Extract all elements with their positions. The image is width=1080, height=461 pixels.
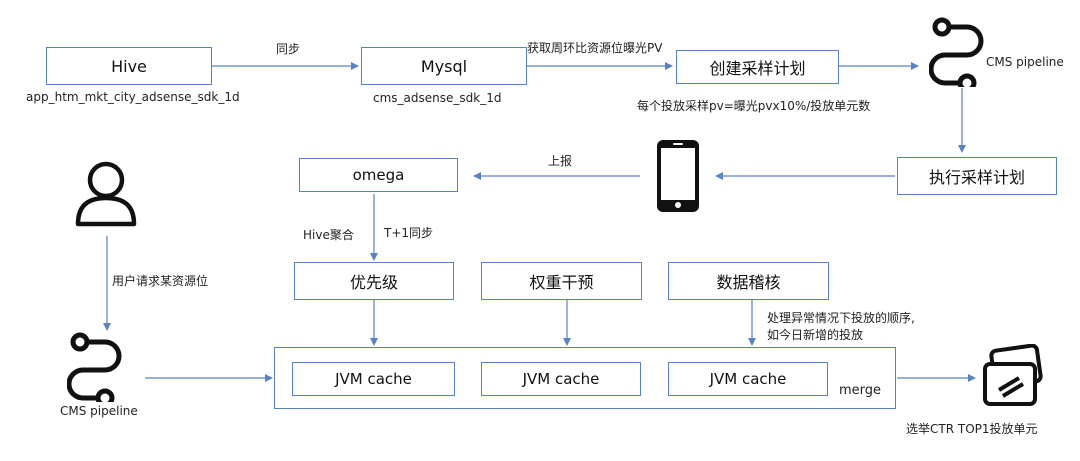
t1-sync-label: T+1同步: [384, 226, 434, 240]
smartphone-icon: [657, 140, 699, 212]
pipeline-icon: [929, 17, 984, 87]
cms-pipeline-left-label: CMS pipeline: [60, 404, 138, 418]
create-plan-node: 创建采样计划: [676, 50, 839, 84]
jvm-cache-1: JVM cache: [292, 362, 455, 396]
pipeline-icon: [67, 332, 122, 402]
audit-note-line2: 如今日新增的投放: [767, 328, 864, 342]
fetch-pv-label: 获取周环比资源位曝光PV: [527, 41, 663, 55]
hive-node: Hive: [46, 47, 212, 85]
create-plan-label: 创建采样计划: [709, 59, 806, 78]
mysql-table-label: cms_adsense_sdk_1d: [373, 91, 502, 105]
mysql-node: Mysql: [361, 47, 527, 85]
sync-label: 同步: [276, 42, 301, 56]
cms-pipeline-top-label: CMS pipeline: [986, 55, 1064, 69]
audit-note-line1: 处理异常情况下投放的顺序,: [767, 311, 915, 325]
jvm-cache-2-label: JVM cache: [522, 370, 600, 388]
jvm-cache-3-label: JVM cache: [709, 370, 787, 388]
jvm-cache-1-label: JVM cache: [335, 370, 412, 388]
sample-formula-label: 每个投放采样pv=曝光pvx10%/投放单元数: [637, 99, 871, 113]
execute-plan-node: 执行采样计划: [897, 157, 1057, 195]
cards-icon: [983, 344, 1043, 406]
execute-plan-label: 执行采样计划: [928, 168, 1025, 187]
omega-label: omega: [352, 166, 405, 184]
user-icon: [75, 161, 137, 227]
hive-table-label: app_htm_mkt_city_adsense_sdk_1d: [26, 90, 240, 104]
hive-label: Hive: [111, 56, 147, 76]
audit-node: 数据稽核: [668, 262, 829, 300]
weight-node: 权重干预: [481, 262, 642, 300]
priority-node: 优先级: [294, 262, 454, 300]
omega-node: omega: [299, 158, 458, 192]
jvm-cache-3: JVM cache: [668, 362, 828, 396]
merge-label: merge: [839, 383, 882, 398]
mysql-label: Mysql: [420, 56, 468, 76]
audit-label: 数据稽核: [716, 273, 781, 292]
jvm-cache-2: JVM cache: [481, 362, 641, 396]
report-label: 上报: [548, 154, 573, 168]
user-request-label: 用户请求某资源位: [112, 274, 209, 288]
weight-label: 权重干预: [529, 273, 594, 292]
priority-label: 优先级: [349, 273, 398, 292]
select-top1-label: 选举CTR TOP1投放单元: [906, 422, 1038, 436]
hive-aggregate-label: Hive聚合: [303, 228, 354, 242]
